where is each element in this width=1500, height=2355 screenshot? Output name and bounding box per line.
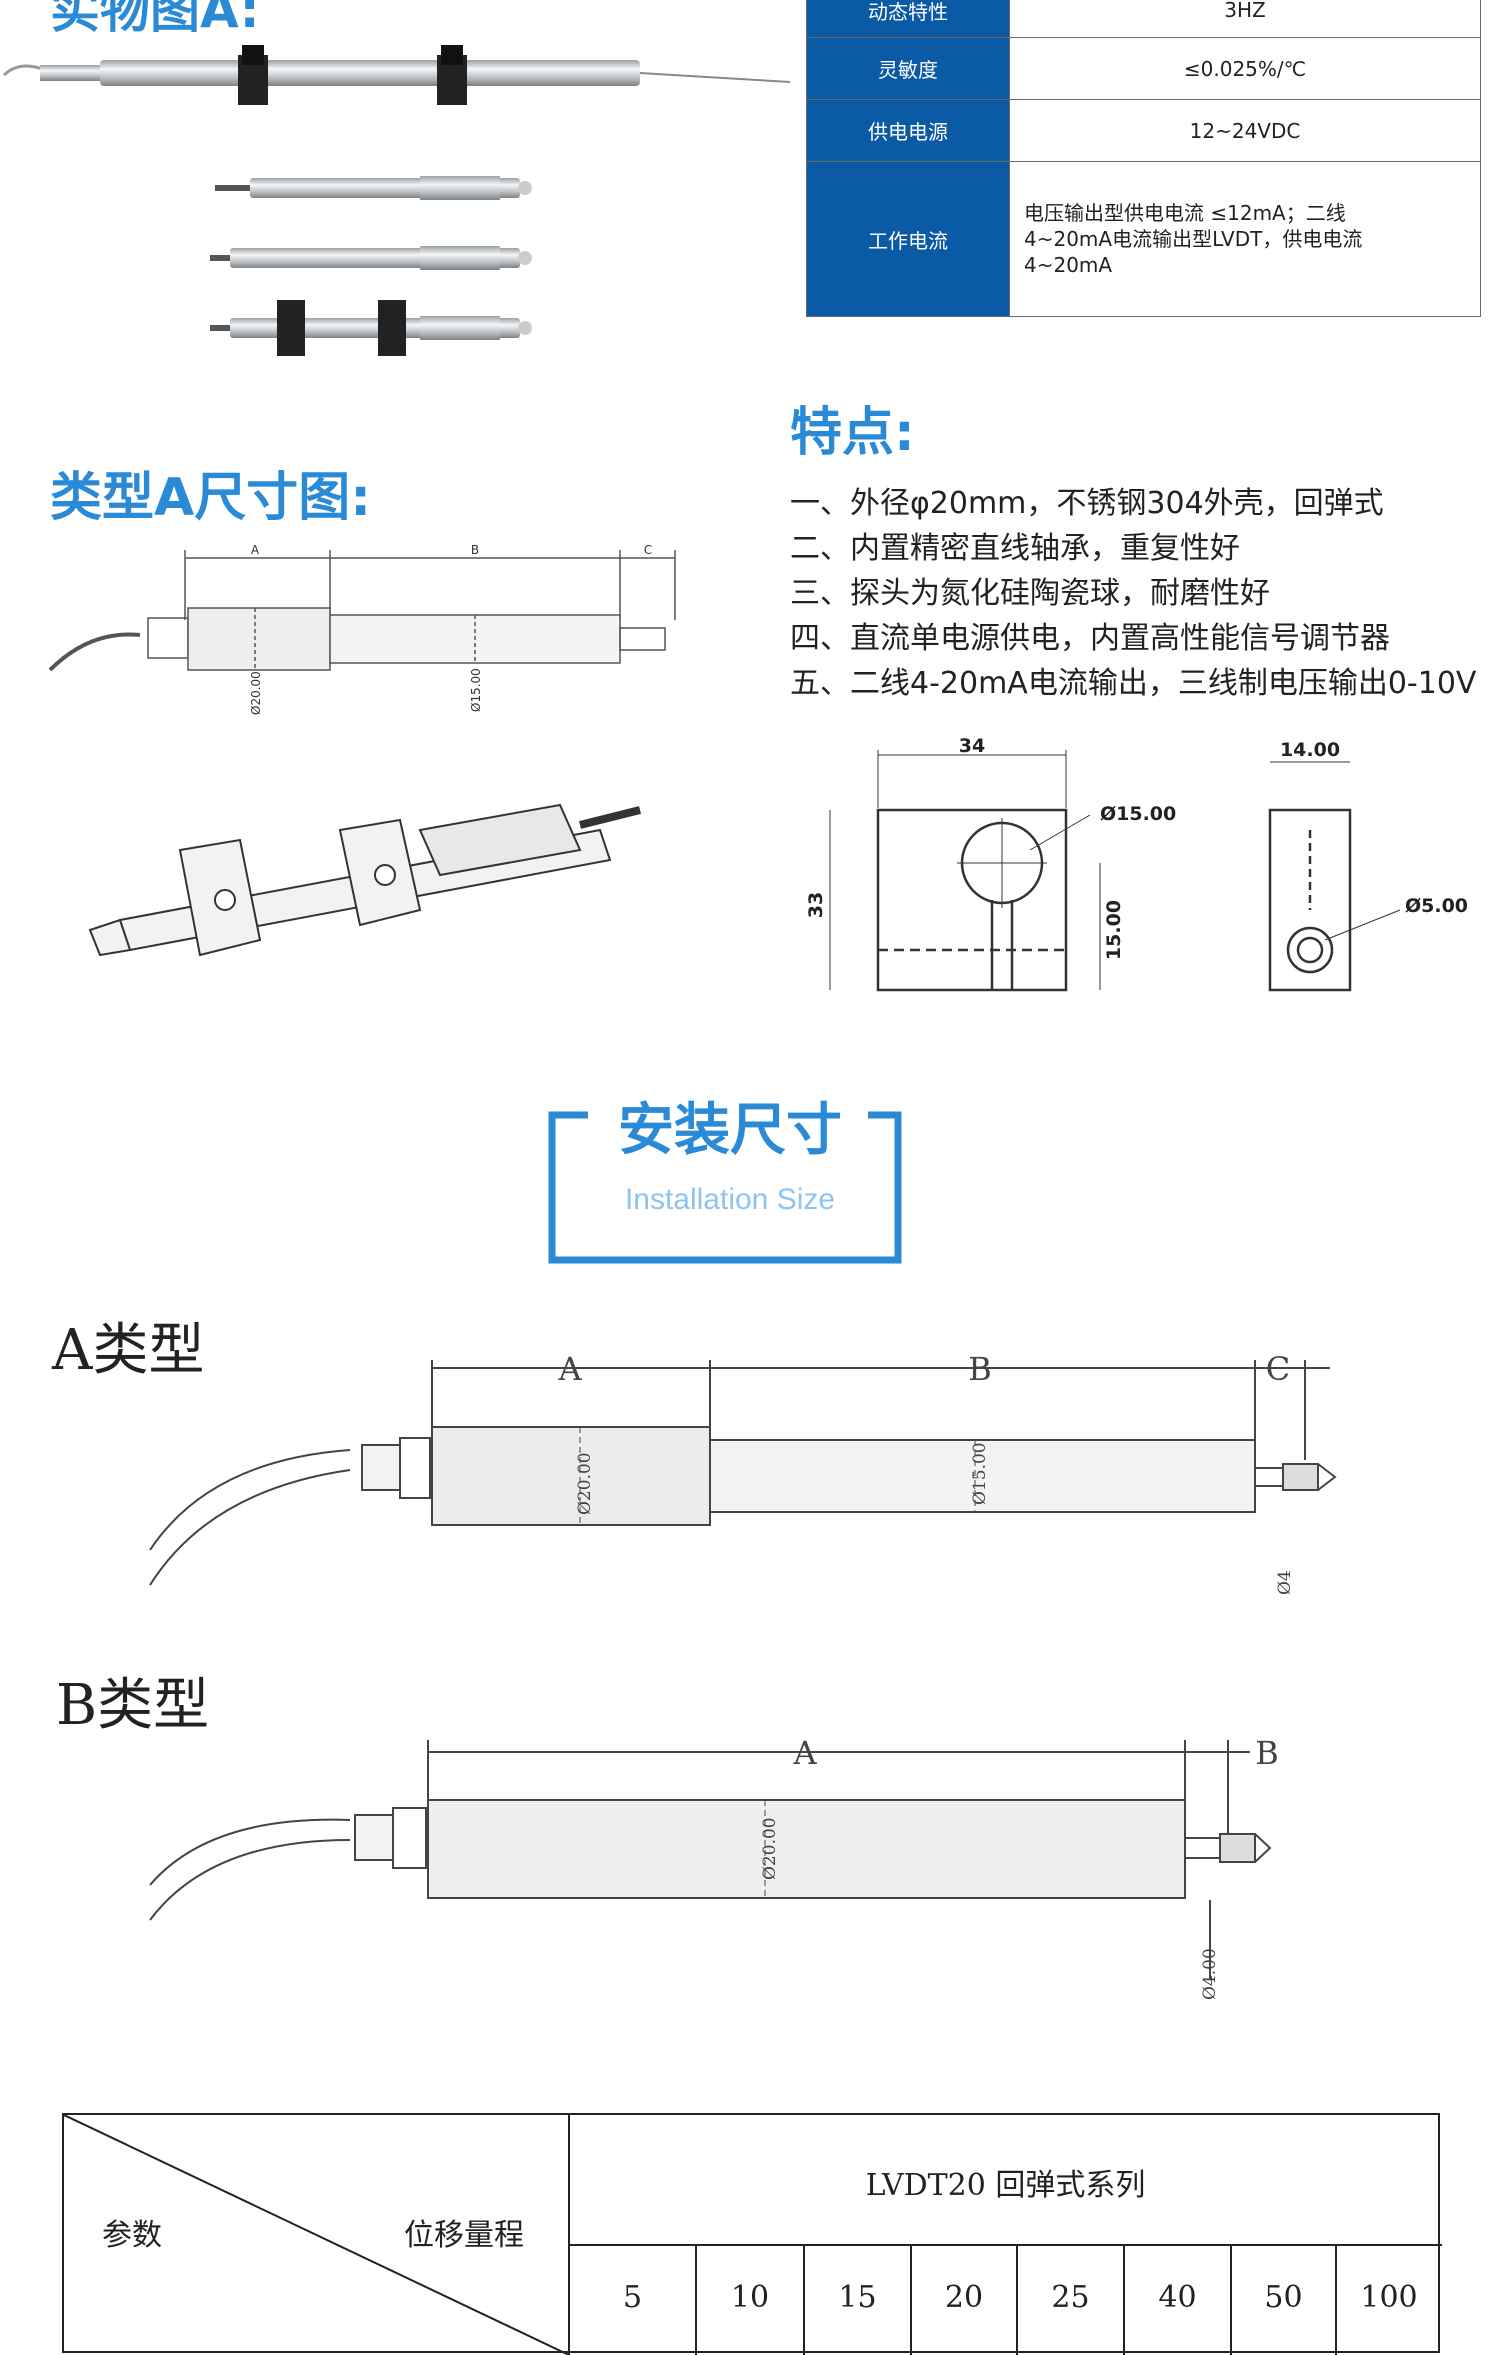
series-label: LVDT20 回弹式系列 <box>865 2168 1146 2203</box>
type-a-label: A类型 <box>52 1318 205 1383</box>
type-b-dim-a: A <box>792 1734 817 1772</box>
product-photos <box>2 45 791 356</box>
param-label: 参数 <box>102 2218 162 2253</box>
feature-item: 五、二线4-20mA电流输出，三线制电压输出0-10V <box>790 666 1477 701</box>
range-cell: 15 <box>838 2280 877 2315</box>
type-a-dim-a: A <box>557 1350 582 1388</box>
dim-b: B <box>471 543 479 557</box>
dim-d20: Ø20.00 <box>249 671 263 715</box>
range-cell: 100 <box>1360 2280 1418 2315</box>
feature-item: 三、探头为氮化硅陶瓷球，耐磨性好 <box>790 576 1270 611</box>
range-table-lines <box>64 2115 1442 2355</box>
feature-item: 四、直流单电源供电，内置高性能信号调节器 <box>790 621 1390 656</box>
spec-table: 动态特性 3HZ 灵敏度 ≤0.025%/℃ 供电电源 12~24VDC 工作电… <box>806 0 1481 317</box>
range-cell: 20 <box>944 2280 984 2315</box>
range-table: 参数 位移量程 LVDT20 回弹式系列 5 10 15 20 25 40 50… <box>62 2113 1442 2355</box>
dim-c: C <box>644 543 652 557</box>
feature-item: 二、内置精密直线轴承，重复性好 <box>790 531 1240 566</box>
spec-key: 供电电源 <box>806 99 1010 162</box>
spec-key: 灵敏度 <box>806 37 1010 100</box>
dim-height-33: 33 <box>805 892 827 918</box>
type-a-dim-d4: Ø4 <box>1275 1570 1295 1595</box>
photo-section-title: 实物图A: <box>50 0 260 39</box>
range-cell: 10 <box>730 2280 770 2315</box>
type-b-dim-b: B <box>1255 1734 1279 1772</box>
type-a-small-drawing: A B C Ø20.00 Ø15.00 <box>48 543 676 715</box>
type-b-drawing: A B Ø20.00 Ø4.00 <box>149 1734 1279 2000</box>
type-a-dim-d15: Ø15.00 <box>970 1442 990 1505</box>
spec-value: ≤0.025%/℃ <box>1009 37 1481 100</box>
type-a-dim-c: C <box>1266 1350 1290 1388</box>
range-label: 位移量程 <box>404 2218 524 2253</box>
type-a-dim-d20: Ø20.00 <box>575 1452 595 1515</box>
spec-value-line: 4~20mA <box>1024 253 1113 277</box>
dim-d15: Ø15.00 <box>469 668 483 712</box>
range-cell: 5 <box>622 2280 643 2315</box>
spec-key: 动态特性 <box>806 0 1010 38</box>
dim-hole-5: Ø5.00 <box>1405 895 1468 917</box>
type-a-drawing: A B C Ø20.00 Ø15.00 Ø4 <box>149 1350 1337 1595</box>
install-frame <box>548 1111 902 1264</box>
isometric-drawing <box>88 803 641 957</box>
bracket-drawing: 34 33 Ø15.00 15.00 14.00 Ø5.00 <box>805 735 1468 992</box>
spec-value: 3HZ <box>1009 0 1481 38</box>
type-b-dim-d20: Ø20.00 <box>760 1817 780 1880</box>
features-title: 特点: <box>790 403 915 463</box>
spec-key: 工作电流 <box>806 161 1010 317</box>
type-b-dim-d4: Ø4.00 <box>1200 1948 1220 2000</box>
type-a-dimension-title: 类型A尺寸图: <box>50 468 372 528</box>
install-title-cn: 安装尺寸 <box>618 1098 842 1163</box>
dim-bore-15: Ø15.00 <box>1100 803 1176 825</box>
dim-a: A <box>251 543 260 557</box>
range-cell: 50 <box>1264 2280 1303 2315</box>
range-cell: 40 <box>1158 2280 1197 2315</box>
dim-width-34: 34 <box>959 735 985 757</box>
install-title-en: Installation Size <box>624 1183 836 1216</box>
dim-width-14: 14.00 <box>1280 739 1340 761</box>
spec-value-line: 电压输出型供电电流 ≤12mA；二线 <box>1024 201 1346 225</box>
dim-height-15: 15.00 <box>1103 900 1125 960</box>
range-cell: 25 <box>1051 2280 1090 2315</box>
spec-value: 12~24VDC <box>1009 99 1481 162</box>
type-b-label: B类型 <box>56 1673 210 1738</box>
feature-item: 一、外径φ20mm，不锈钢304外壳，回弹式 <box>790 486 1384 521</box>
type-a-dim-b: B <box>968 1350 992 1388</box>
spec-value-line: 4~20mA电流输出型LVDT，供电电流 <box>1024 227 1363 251</box>
spec-value-multiline: 电压输出型供电电流 ≤12mA；二线 4~20mA电流输出型LVDT，供电电流 … <box>1009 161 1481 317</box>
